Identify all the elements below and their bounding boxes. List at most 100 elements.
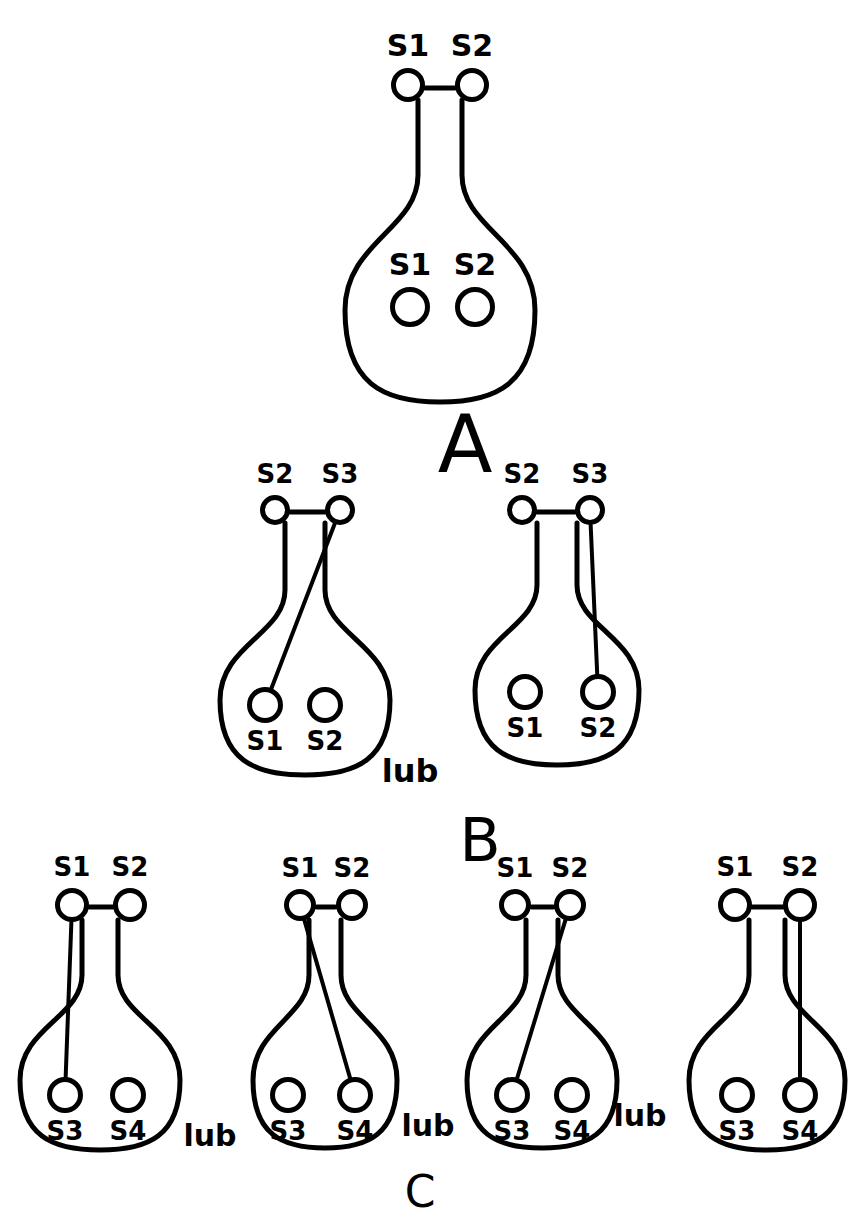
circle-outline: [260, 495, 290, 525]
circle-outline: [554, 889, 586, 921]
allele-label: S4: [110, 1117, 147, 1146]
allele-label: S3: [322, 460, 359, 489]
allele-label: S1: [54, 853, 91, 882]
pollen-circle: S2: [580, 674, 616, 710]
circle-shape: [263, 498, 288, 523]
pollen-tube: [591, 525, 598, 674]
circle-shape: [58, 891, 87, 920]
allele-label: S1: [507, 714, 544, 743]
circle-shape: [722, 1080, 753, 1111]
allele-label: S3: [572, 460, 609, 489]
allele-label: S2: [112, 853, 149, 882]
allele-label: S1: [389, 248, 431, 281]
pollen-circle: S1: [55, 888, 89, 922]
stigma-bar: [89, 905, 113, 910]
pollen-circle: S1: [284, 889, 316, 921]
pistil-outline: [475, 523, 639, 765]
stigma-bar: [532, 905, 553, 910]
circle-shape: [557, 892, 584, 919]
allele-label: S2: [782, 853, 819, 882]
allele-label: S1: [247, 727, 284, 756]
stigma-bar: [317, 905, 335, 910]
allele-label: S4: [554, 1117, 591, 1146]
circle-shape: [287, 892, 314, 919]
stigma-bar: [537, 510, 575, 515]
circle-outline: [499, 889, 531, 921]
pollen-circle: S2: [113, 888, 147, 922]
pollen-tube: [271, 524, 334, 688]
pollen-circle: S2: [307, 687, 343, 723]
circle-outline: [47, 1077, 83, 1113]
allele-label: S2: [504, 460, 541, 489]
pollen-circle: S2: [260, 495, 290, 525]
pollen-circle: S1: [391, 68, 425, 102]
allele-label: S3: [494, 1117, 531, 1146]
circle-shape: [502, 892, 529, 919]
pollen-circle: S1: [718, 888, 752, 922]
pistil-outline: [220, 523, 390, 775]
allele-label: S2: [454, 248, 496, 281]
pistil-outline: [253, 920, 397, 1148]
pollen-circle: S2: [336, 889, 368, 921]
pollen-circle: S1: [390, 287, 430, 327]
circle-shape: [339, 892, 366, 919]
circle-outline: [494, 1077, 530, 1113]
allele-label: S2: [580, 714, 617, 743]
pollen-circle: S2: [554, 889, 586, 921]
circle-outline: [113, 888, 147, 922]
circle-outline: [719, 1077, 755, 1113]
connector-word: lub: [183, 1119, 236, 1152]
stigma-bar: [752, 905, 783, 910]
pollen-tube: [517, 920, 565, 1077]
stigma-bar: [290, 510, 325, 515]
circle-shape: [578, 498, 603, 523]
panel-letter: A: [438, 401, 493, 489]
pollen-circle: S2: [783, 888, 817, 922]
circle-outline: [307, 687, 343, 723]
circle-shape: [583, 677, 614, 708]
circle-outline: [782, 1077, 818, 1113]
allele-label: S2: [307, 727, 344, 756]
allele-label: S1: [717, 853, 754, 882]
allele-label: S1: [282, 854, 319, 883]
pollen-circle: S3: [270, 1077, 306, 1113]
circle-outline: [390, 287, 430, 327]
circle-outline: [55, 888, 89, 922]
pistil-outline: [345, 100, 535, 402]
circle-outline: [554, 1077, 590, 1113]
pistil-outline: [20, 920, 180, 1150]
circle-outline: [455, 287, 495, 327]
circle-outline: [507, 674, 543, 710]
circle-shape: [721, 891, 750, 920]
pollen-circle: S4: [554, 1077, 590, 1113]
pollen-tube: [798, 922, 802, 1077]
pollen-circle: S1: [247, 687, 283, 723]
circle-outline: [575, 495, 605, 525]
pollen-circle: S3: [494, 1077, 530, 1113]
circle-outline: [270, 1077, 306, 1113]
circle-outline: [325, 495, 355, 525]
allele-label: S3: [47, 1117, 84, 1146]
circle-outline: [580, 674, 616, 710]
allele-label: S4: [337, 1117, 374, 1146]
circle-shape: [393, 290, 428, 325]
circle-shape: [50, 1080, 81, 1111]
allele-label: S2: [552, 854, 589, 883]
allele-label: S3: [719, 1117, 756, 1146]
circle-outline: [718, 888, 752, 922]
circle-shape: [497, 1080, 528, 1111]
circle-shape: [458, 71, 487, 100]
circle-outline: [455, 68, 489, 102]
circle-outline: [247, 687, 283, 723]
pollen-circle: S2: [455, 287, 495, 327]
circle-shape: [510, 498, 535, 523]
circle-shape: [786, 891, 815, 920]
circle-shape: [557, 1080, 588, 1111]
circle-shape: [458, 290, 493, 325]
allele-label: S2: [451, 29, 493, 62]
pollen-tube: [66, 922, 72, 1077]
